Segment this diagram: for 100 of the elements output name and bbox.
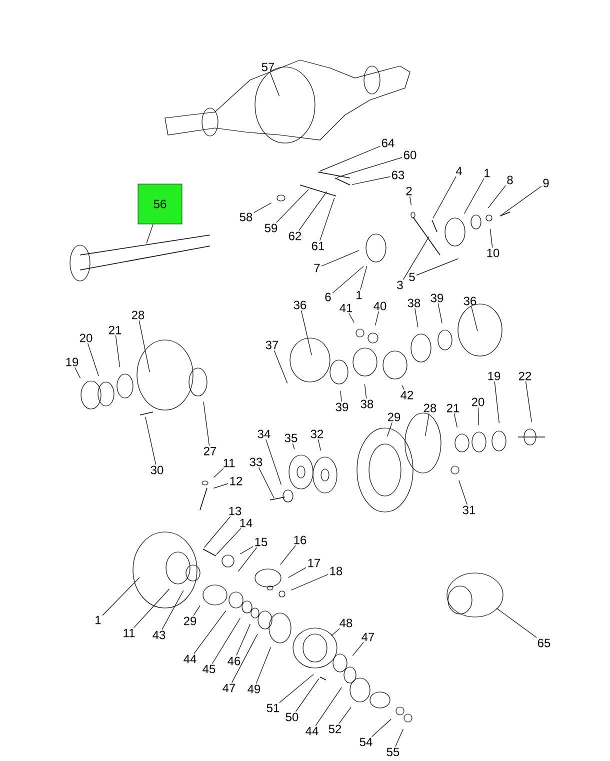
leader-line (279, 674, 314, 703)
callout-number: 20 (80, 334, 92, 342)
leader-line (360, 266, 368, 290)
callout-number: 57 (262, 62, 274, 72)
leader-line (194, 610, 226, 654)
leader-line (146, 224, 154, 244)
leader-line (292, 443, 295, 450)
callout-number: 34 (258, 430, 270, 438)
leader-line (348, 313, 354, 323)
callout-number: 15 (255, 538, 268, 546)
leader-line (162, 590, 184, 630)
leader-line (336, 157, 402, 178)
leader-line (318, 439, 321, 451)
leader-line (402, 236, 430, 280)
leader-line (276, 189, 309, 223)
leader-line (134, 588, 170, 628)
leader-line (458, 480, 468, 505)
callout-number: 38 (408, 298, 420, 308)
callout-number: 33 (250, 458, 262, 466)
callout-number: 22 (518, 372, 532, 380)
callout-number: 31 (462, 506, 476, 514)
callout-number: 28 (424, 404, 436, 412)
leader-line (290, 574, 328, 590)
leader-line (214, 468, 224, 478)
leader-line (414, 308, 418, 328)
leader-line (138, 320, 150, 372)
leader-line (203, 402, 210, 446)
leader-line (212, 618, 240, 664)
callout-number: 51 (266, 704, 280, 712)
leader-line (88, 343, 99, 376)
leader-line (352, 642, 364, 656)
leader-line (454, 413, 458, 428)
leader-line (494, 381, 500, 424)
callout-number: 42 (400, 390, 414, 400)
leader-line (320, 198, 335, 241)
callout-number: 19 (488, 372, 500, 380)
callout-number: 32 (310, 430, 324, 438)
leader-line (270, 72, 280, 96)
callout-number: 29 (388, 412, 400, 422)
leader-line (266, 439, 282, 485)
leader-line (315, 687, 342, 726)
callout-number: 39 (336, 402, 348, 412)
callout-number: 46 (228, 656, 240, 666)
callout-number: 37 (266, 340, 278, 350)
callout-number: 1 (356, 290, 362, 300)
callout-number: 47 (222, 684, 236, 692)
leader-line (416, 258, 458, 276)
leader-line (258, 467, 274, 498)
callout-number: 8 (507, 176, 513, 184)
callout-number: 55 (386, 748, 400, 756)
leader-line (352, 176, 390, 185)
callout-number: 27 (204, 446, 216, 456)
callout-number: 11 (224, 458, 235, 468)
callout-number: 61 (312, 242, 324, 250)
leader-line (145, 416, 156, 465)
callout-number: 29 (184, 616, 196, 626)
leader-line (331, 628, 340, 636)
callout-number: 35 (284, 434, 298, 442)
callout-number: 21 (446, 404, 460, 412)
callout-number: 10 (487, 248, 500, 258)
leader-line (280, 545, 296, 565)
leader-line (464, 178, 484, 214)
callout-number: 1 (484, 168, 490, 178)
callout-number: 3 (397, 280, 403, 290)
leader-line (320, 146, 380, 172)
callout-number: 4 (456, 166, 462, 176)
callout-number: 60 (404, 150, 416, 160)
leader-line (438, 303, 442, 324)
callout-number: 58 (240, 212, 252, 222)
leader-line (102, 577, 140, 616)
callout-number: 38 (360, 400, 374, 408)
callout-number: 45 (202, 664, 216, 674)
leader-line (204, 516, 231, 548)
callout-number: 40 (374, 302, 386, 310)
callout-number: 39 (430, 294, 444, 302)
callout-number: 50 (286, 712, 298, 722)
callout-number: 1 (96, 616, 101, 624)
leader-line (300, 310, 312, 356)
leader-line (256, 646, 271, 684)
callout-number: 44 (184, 654, 196, 664)
leader-line (501, 186, 542, 216)
leader-line (338, 706, 352, 724)
callout-number: 20 (472, 398, 484, 406)
callout-number: 64 (382, 138, 394, 148)
leader-line (340, 390, 342, 402)
callout-number: 5 (409, 272, 415, 282)
leader-line (488, 185, 506, 208)
leader-line (240, 546, 254, 554)
leader-line (296, 678, 320, 712)
callout-number: 63 (392, 170, 404, 180)
callout-number: 44 (306, 726, 318, 736)
callout-number: 30 (150, 466, 164, 474)
callout-number: 2 (406, 186, 412, 196)
callout-number: 59 (264, 224, 278, 232)
leader-line (425, 413, 430, 436)
leader-line (410, 196, 412, 206)
callout-number: 36 (464, 296, 476, 306)
leader-line (402, 385, 404, 390)
leader-line (471, 306, 478, 332)
callout-number: 49 (248, 684, 260, 694)
